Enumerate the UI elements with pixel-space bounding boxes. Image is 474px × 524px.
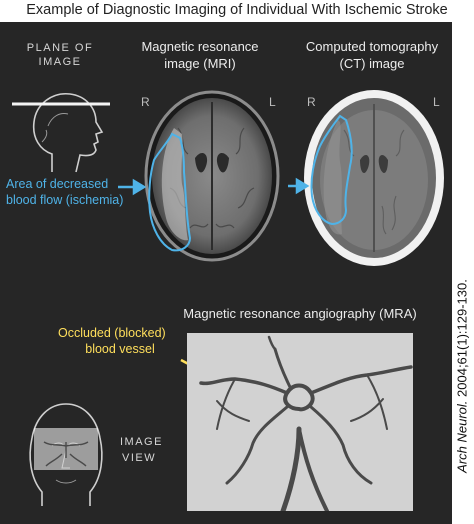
view-label-line1: IMAGE bbox=[120, 436, 163, 448]
citation: Arch Neurol. 2004;61(1):129-130. bbox=[455, 279, 470, 473]
mri-scan-image bbox=[144, 90, 280, 262]
mri-title-line1: Magnetic resonance bbox=[141, 39, 259, 54]
head-profile-icon bbox=[12, 93, 110, 173]
view-label-line2: VIEW bbox=[122, 452, 157, 464]
citation-strip bbox=[452, 22, 474, 524]
ct-scan-image bbox=[304, 90, 444, 266]
header: Example of Diagnostic Imaging of Individ… bbox=[0, 0, 474, 22]
ct-left-marker: L bbox=[433, 95, 440, 109]
mra-scan-image bbox=[187, 333, 413, 514]
ct-right-marker: R bbox=[307, 95, 316, 109]
mra-title: Magnetic resonance angiography (MRA) bbox=[183, 306, 417, 321]
citation-journal: Arch Neurol. bbox=[454, 400, 470, 473]
face-front-icon bbox=[29, 403, 103, 506]
plane-label-line1: PLANE OF bbox=[26, 42, 94, 54]
mri-right-marker: R bbox=[141, 95, 150, 109]
citation-ref: 2004;61(1):129-130. bbox=[454, 279, 470, 401]
ischemia-label-line1: Area of decreased bbox=[6, 177, 109, 191]
ct-title-line2: (CT) image bbox=[339, 56, 405, 71]
mra-vessels bbox=[187, 333, 413, 514]
occluded-label-line1: Occluded (blocked) bbox=[58, 326, 166, 340]
occluded-label-line2: blood vessel bbox=[85, 342, 155, 356]
mri-title-line2: image (MRI) bbox=[164, 56, 236, 71]
plane-label-line2: IMAGE bbox=[38, 56, 82, 68]
ct-title-line1: Computed tomography bbox=[305, 39, 439, 54]
figure-title: Example of Diagnostic Imaging of Individ… bbox=[26, 2, 448, 18]
mri-left-marker: L bbox=[269, 95, 276, 109]
ischemia-label-line2: blood flow (ischemia) bbox=[6, 193, 124, 207]
